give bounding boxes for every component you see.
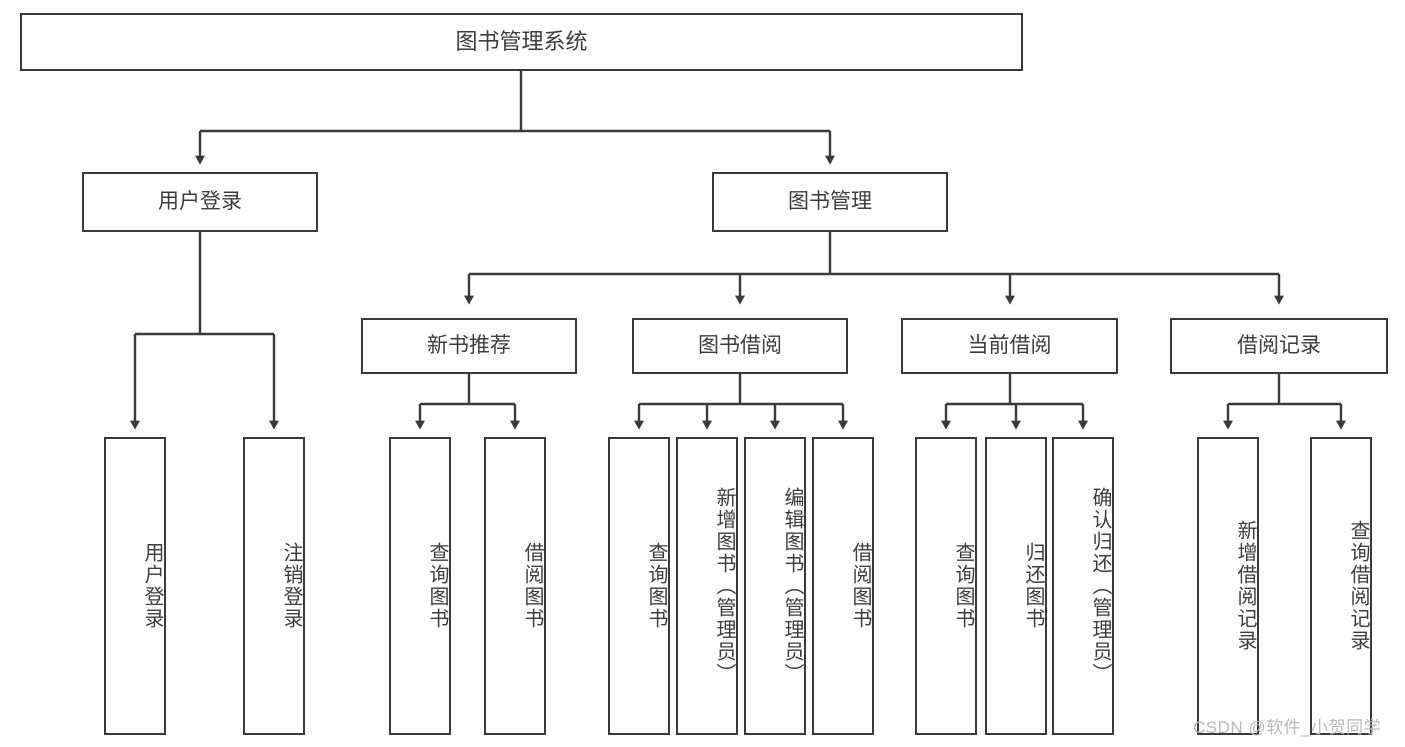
- node-label: 借阅图书: [849, 542, 871, 630]
- node-new-book-recommend[interactable]: 新书推荐: [361, 318, 577, 374]
- node-current-borrow[interactable]: 当前借阅: [901, 318, 1118, 374]
- leaf-book-borrow-borrow[interactable]: 借阅图书: [812, 437, 874, 735]
- node-label: 图书管理系统: [455, 29, 588, 55]
- node-label: 当前借阅: [967, 333, 1052, 357]
- leaf-current-borrow-confirm-return[interactable]: 确认归还（管理员）: [1052, 437, 1114, 735]
- node-label: 查询图书: [645, 542, 667, 630]
- node-label: 注销登录: [280, 542, 302, 630]
- node-book-management[interactable]: 图书管理: [712, 172, 948, 232]
- node-label: 借阅图书: [521, 542, 543, 630]
- leaf-borrow-record-query[interactable]: 查询借阅记录: [1310, 437, 1372, 735]
- node-label: 编辑图书（管理员）: [781, 487, 803, 685]
- node-label: 查询借阅记录: [1347, 520, 1369, 652]
- node-label: 查询图书: [426, 542, 448, 630]
- leaf-current-borrow-return[interactable]: 归还图书: [985, 437, 1047, 735]
- node-user-login[interactable]: 用户登录: [82, 172, 318, 232]
- node-label: 图书管理: [788, 189, 872, 213]
- node-label: 用户登录: [158, 189, 242, 213]
- node-root-system[interactable]: 图书管理系统: [20, 13, 1023, 71]
- leaf-book-borrow-add[interactable]: 新增图书（管理员）: [676, 437, 738, 735]
- leaf-borrow-record-add[interactable]: 新增借阅记录: [1197, 437, 1259, 735]
- node-book-borrow[interactable]: 图书借阅: [632, 318, 848, 374]
- node-label: 用户登录: [141, 542, 163, 630]
- node-label: 归还图书: [1022, 542, 1044, 630]
- node-label: 新增图书（管理员）: [713, 487, 735, 685]
- node-label: 图书借阅: [698, 333, 782, 357]
- node-label: 查询图书: [952, 542, 974, 630]
- node-label: 新增借阅记录: [1234, 520, 1256, 652]
- leaf-book-borrow-query[interactable]: 查询图书: [608, 437, 670, 735]
- node-borrow-record[interactable]: 借阅记录: [1170, 318, 1388, 374]
- node-label: 借阅记录: [1237, 333, 1321, 357]
- node-label: 新书推荐: [427, 333, 511, 357]
- leaf-new-book-borrow[interactable]: 借阅图书: [484, 437, 546, 735]
- leaf-user-login-logout[interactable]: 注销登录: [243, 437, 305, 735]
- leaf-new-book-query[interactable]: 查询图书: [389, 437, 451, 735]
- leaf-current-borrow-query[interactable]: 查询图书: [915, 437, 977, 735]
- leaf-book-borrow-edit[interactable]: 编辑图书（管理员）: [744, 437, 806, 735]
- leaf-user-login-login[interactable]: 用户登录: [104, 437, 166, 735]
- node-label: 确认归还（管理员）: [1089, 487, 1111, 685]
